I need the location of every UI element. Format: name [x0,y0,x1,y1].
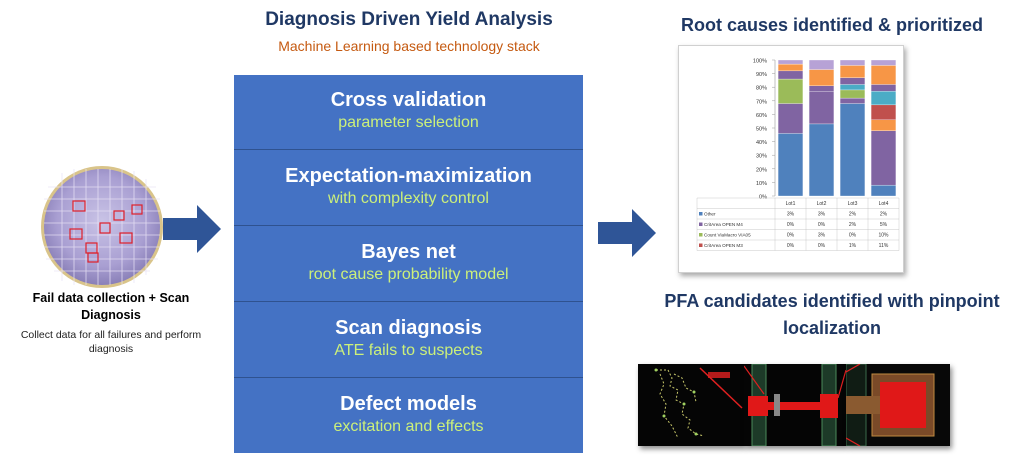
bar-segment [808,91,835,125]
layer-title: Expectation-maximization [285,165,532,187]
table-cell: 0% [818,222,826,228]
root-causes-title: Root causes identified & prioritized [680,15,984,35]
y-tick-label: 40% [756,140,767,146]
right-arrow-icon [598,209,656,257]
layer-expectation-maximization: Expectation-maximization with complexity… [234,151,583,226]
legend-label: CritArea OPEN M3 [704,243,743,248]
layer-subtitle: with complexity control [328,190,489,207]
stack-title: Diagnosis Driven Yield Analysis [265,9,553,30]
layer-subtitle: ATE fails to suspects [334,342,483,359]
table-cell: 11% [879,243,889,249]
bar-segment [808,123,835,197]
bar-segment [777,70,804,80]
layer-cross-validation: Cross validation parameter selection [234,75,583,150]
table-cell: 0% [787,222,795,228]
y-tick-label: 10% [756,181,767,187]
bar-segment [870,104,897,120]
legend-swatch [699,222,703,226]
defect-closeup-image [845,363,950,447]
table-cell: 2% [880,212,888,218]
bar-segment [839,103,866,197]
legend-label: CritArea OPEN M4 [704,222,743,227]
right-arrow-icon [163,205,221,253]
bar-segment [839,97,866,104]
bar-segment [839,77,866,85]
bar-segment [777,59,804,65]
layer-subtitle: root cause probability model [308,266,509,283]
layer-title: Bayes net [361,241,456,263]
bar-segment [870,59,897,66]
bar-segment [839,89,866,99]
y-tick-label: 30% [756,154,767,160]
y-tick-label: 90% [756,72,767,78]
y-tick-label: 20% [756,167,767,173]
table-cell: 5% [880,222,888,228]
fail-data-title: Fail data collection + Scan Diagnosis [32,291,190,322]
layer-subtitle: parameter selection [338,114,479,131]
bar-segment [777,78,804,104]
table-cell: 3% [787,212,795,218]
layer-bayes-net: Bayes net root cause probability model [234,227,583,302]
bar-segment [870,184,897,197]
y-tick-label: 100% [753,59,767,65]
legend-swatch [699,212,703,216]
bar-segment [839,65,866,78]
y-tick-label: 50% [756,127,767,133]
table-cell: 0% [849,233,857,239]
x-tick-label: Lot2 [817,201,827,207]
y-tick-label: 80% [756,86,767,92]
layer-title: Scan diagnosis [335,317,482,339]
table-cell: 0% [787,233,795,239]
stack-subtitle: Machine Learning based technology stack [278,38,540,54]
bar-segment [808,85,835,92]
bar-segment [870,91,897,106]
bar-segment [777,63,804,72]
fail-data-description: Collect data for all failures and perfor… [20,329,202,355]
technology-stack: Cross validation parameter selection Exp… [234,75,583,453]
stacked-bar-chart: 0% 10% 20% 30% 40% 50% 60% 70% 80% 90% 100% Lot1 Lot… [696,59,900,251]
y-tick-label: 70% [756,99,767,105]
legend-label: Count ViaMacro VIA05 [704,233,751,238]
table-cell: 3% [818,233,826,239]
bar-segment [870,130,897,186]
layout-overview-image [638,364,744,446]
root-cause-chart: 0% 10% 20% 30% 40% 50% 60% 70% 80% 90% 100% Lot1 Lot… [678,45,904,273]
table-cell: 2% [849,222,857,228]
layer-scan-diagnosis: Scan diagnosis ATE fails to suspects [234,303,583,378]
layout-zoom-image [743,363,847,447]
x-tick-label: Lot4 [879,201,889,207]
layer-defect-models: Defect models excitation and effects [234,379,583,453]
layer-title: Cross validation [330,89,487,111]
y-tick-label: 0% [759,195,767,201]
table-cell: 10% [878,233,889,239]
bar-segment [777,103,804,134]
bar-segment [777,133,804,197]
table-cell: 0% [818,243,826,249]
bar-segment [839,59,866,66]
x-tick-label: Lot1 [786,201,796,207]
legend-label: Other [704,212,716,217]
bar-segment [870,119,897,131]
legend-swatch [699,243,703,247]
wafer-icon [41,166,163,288]
table-cell: 3% [818,212,826,218]
bar-segment [870,65,897,85]
bar-segment [808,59,835,70]
bar-segment [839,84,866,91]
layer-title: Defect models [340,393,477,415]
bar-segment [870,84,897,92]
legend-swatch [699,233,703,237]
layer-subtitle: excitation and effects [333,418,484,435]
table-cell: 0% [787,243,795,249]
table-cell: 2% [849,212,857,218]
y-tick-label: 60% [756,113,767,119]
bar-segment [808,69,835,86]
x-tick-label: Lot3 [848,201,858,207]
table-cell: 1% [849,243,857,249]
pfa-candidates-title: PFA candidates identified with pinpoint … [664,291,1000,338]
